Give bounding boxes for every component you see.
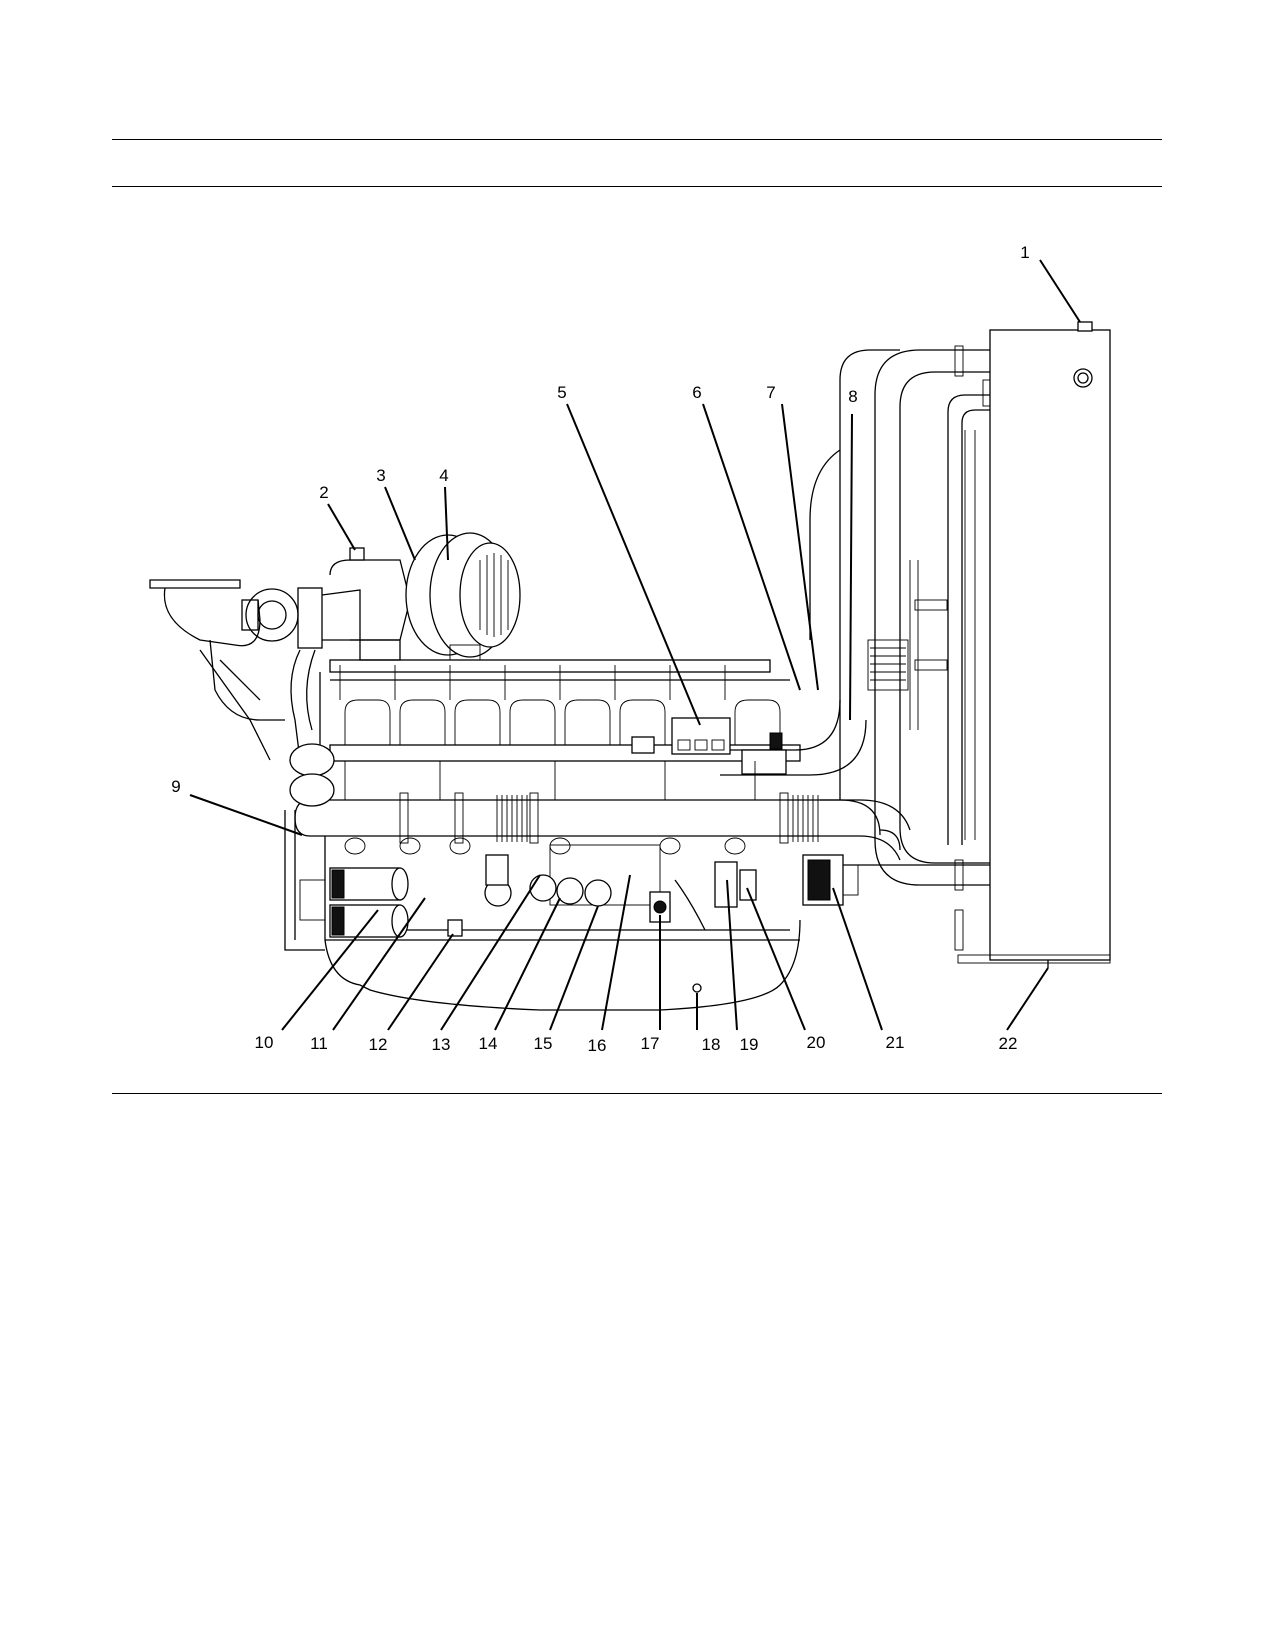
callout-9: 9 (171, 777, 180, 796)
callout-12: 12 (369, 1035, 388, 1054)
callout-1: 1 (1020, 243, 1029, 262)
callout-6: 6 (692, 383, 701, 402)
callout-22: 22 (999, 1034, 1018, 1053)
callout-18: 18 (702, 1035, 721, 1054)
intake-manifold-pipe (294, 792, 911, 861)
callout-2: 2 (319, 483, 328, 502)
callout-5: 5 (557, 383, 566, 402)
header-rule-top (112, 139, 1162, 140)
callout-11: 11 (310, 1034, 328, 1053)
leader-lines (189, 259, 1081, 1031)
engine-front-end (149, 532, 521, 951)
figure-rule-bottom (112, 1093, 1162, 1094)
callout-16: 16 (588, 1036, 607, 1055)
callout-13: 13 (432, 1035, 451, 1054)
callout-20: 20 (807, 1033, 826, 1052)
callout-14: 14 (479, 1034, 498, 1053)
callout-17: 17 (641, 1034, 660, 1053)
radiator-assembly (720, 321, 1111, 968)
callout-8: 8 (848, 387, 857, 406)
callout-15: 15 (534, 1034, 553, 1053)
header-rule-bottom (112, 186, 1162, 187)
engine-block (319, 659, 859, 1011)
callout-21: 21 (886, 1033, 905, 1052)
callout-3: 3 (376, 466, 385, 485)
callout-7: 7 (766, 383, 775, 402)
callout-10: 10 (255, 1033, 274, 1052)
callout-labels: 1 2 3 4 5 6 7 8 9 10 11 12 13 14 15 16 1… (171, 243, 1029, 1055)
callout-4: 4 (439, 466, 448, 485)
callout-19: 19 (740, 1035, 759, 1054)
